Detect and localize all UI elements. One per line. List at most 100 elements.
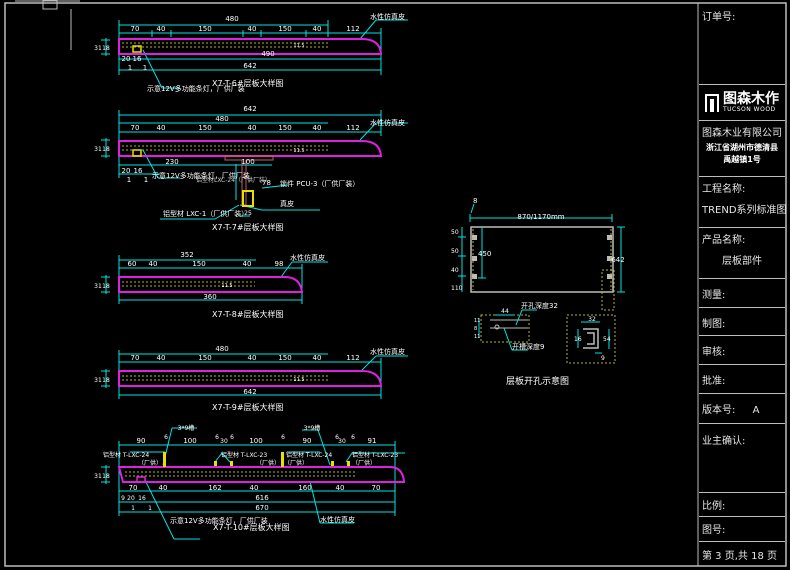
- detail-title: X7-T-9#层板大样图: [212, 402, 284, 412]
- callout-light: 示意12V多功能条灯，厂供厂装: [147, 84, 245, 93]
- survey-cell: 测量:: [699, 278, 785, 307]
- dim-height: 18: [102, 283, 110, 290]
- hole-plan: 870/1170mm 642 450 8 50 50 40 110 44 11 …: [451, 197, 625, 387]
- dim-a: 11: [474, 318, 480, 324]
- owner-label: 业主确认:: [702, 436, 746, 447]
- dim-height: 18: [102, 473, 110, 480]
- review-label: 审核:: [702, 347, 726, 358]
- dim-230: 230: [165, 158, 178, 166]
- dim-seg: 150: [198, 25, 211, 33]
- callout-edge: 水性仿真皮: [370, 12, 405, 21]
- dim-seg: 98: [275, 260, 284, 268]
- dim-small: 20: [122, 55, 131, 63]
- dim-side: 11.5: [293, 377, 304, 383]
- callout-profile-24: 铝型材LXC-24（厂供厂装）: [196, 176, 271, 184]
- detail-x7-t-10: 90 6 100 6 30 6 100 6 90 6 30 6 91 3*9槽 …: [94, 424, 406, 540]
- version-label: 版本号:: [702, 405, 736, 416]
- dim-top: 6: [230, 434, 234, 441]
- dim-100: 100: [241, 158, 254, 166]
- dim-top: 91: [368, 437, 377, 445]
- callout-supply: （厂供）: [284, 459, 308, 467]
- slot-note-right: 3*9槽: [304, 424, 321, 432]
- callout-edge: 水性仿真皮: [320, 515, 355, 524]
- dim-left: 40: [451, 267, 459, 274]
- page-info: 第 3 页,共 18 页: [702, 551, 777, 562]
- dim-seg: 150: [198, 354, 211, 362]
- dim-a: 44: [501, 308, 509, 315]
- dim-overall: 642: [243, 388, 256, 396]
- hole-plan-title: 层板开孔示意图: [506, 375, 569, 387]
- dim-top: 6: [351, 434, 355, 441]
- dim-b: 9: [601, 355, 605, 362]
- dim-stem-width: 25: [244, 210, 252, 217]
- dim-seg: 40: [313, 124, 322, 132]
- slot-note-left: 3*9槽: [178, 424, 195, 432]
- dim-corner: 8: [473, 197, 477, 205]
- dim-small: 1: [148, 505, 152, 512]
- company-address-2: 禹越镇1号: [723, 155, 761, 164]
- owner-cell: 业主确认:: [699, 423, 785, 492]
- detail-title: X7-T-10#层板大样图: [213, 522, 290, 532]
- version-value: A: [752, 405, 760, 416]
- logo-mark-icon: [705, 93, 719, 112]
- scale-cell: 比例:: [699, 492, 785, 516]
- dim-seg: 150: [192, 260, 205, 268]
- dim-bottom: 642: [243, 62, 256, 70]
- dim-small: 1: [127, 176, 131, 184]
- title-block: 订单号: 图森木作 TUCSON WOOD 图森木业有限公司 浙江省湖州市德清县…: [699, 5, 787, 563]
- dim-overall: 480: [225, 15, 238, 23]
- dim-top: 6: [281, 434, 285, 441]
- product-value: 层板部件: [722, 256, 762, 267]
- dim-a: 8: [474, 326, 477, 332]
- callout-profile: 铝型材 T-LXC-23: [221, 451, 267, 459]
- dim-height: 18: [102, 146, 110, 153]
- dim-small: 16: [133, 55, 142, 63]
- survey-label: 测量:: [702, 290, 726, 301]
- dim-top: 6: [215, 434, 219, 441]
- product-cell: 产品名称: 层板部件: [699, 227, 785, 278]
- drawing-frame: [4, 2, 787, 567]
- approve-cell: 批准:: [699, 364, 785, 393]
- callout-profile: 铝型材 T-LXC-24: [286, 451, 332, 459]
- dim-seg: 70: [131, 25, 140, 33]
- dim-seg: 150: [278, 25, 291, 33]
- dim-overall: 480: [215, 115, 228, 123]
- callout-profile-1: 铝型材 LXC-1（厂供厂装）: [163, 209, 248, 218]
- callout-hole9: 开槽深度9: [512, 342, 544, 351]
- detail-x7-t-7: 642 480 70 40 150 40 150 40 112 230 100 …: [94, 105, 408, 232]
- detail-title: X7-T-6#层板大样图: [212, 78, 284, 88]
- dim-seg: 40: [313, 354, 322, 362]
- callout-fitting: 锁件 PCU-3（厂供厂装）: [280, 179, 359, 188]
- dim-left: 50: [451, 229, 459, 236]
- callout-hole32: 开孔深度32: [521, 301, 558, 310]
- dim-top: 100: [183, 437, 196, 445]
- dim-seg: 112: [346, 354, 359, 362]
- dim-side: 11.5: [293, 148, 304, 154]
- dim-b: 16: [574, 336, 582, 343]
- dim-seg: 150: [278, 354, 291, 362]
- dim-top: 6: [335, 434, 339, 441]
- dim-seg: 40: [157, 124, 166, 132]
- logo-name: 图森木作: [723, 91, 779, 107]
- callout-profile: 铝型材 T-LXC-24: [103, 451, 149, 459]
- dim-small: 9: [121, 495, 125, 502]
- callout-edge: 水性仿真皮: [290, 253, 325, 262]
- dim-bottom-seg: 160: [298, 484, 311, 492]
- dim-stem: 78: [262, 179, 271, 187]
- dim-seg: 112: [346, 25, 359, 33]
- dim-a: 11: [474, 334, 480, 340]
- drawing-no-label: 图号:: [702, 525, 726, 536]
- dim-bottom-seg: 70: [372, 484, 381, 492]
- version-cell: 版本号: A: [699, 393, 785, 423]
- detail-x7-t-9: 480 642 70 40 150 40 150 40 112 18 31 11…: [94, 345, 408, 412]
- review-cell: 审核:: [699, 335, 785, 364]
- draw-label: 制图:: [702, 319, 726, 330]
- company-name: 图森木业有限公司: [702, 128, 782, 139]
- approve-label: 批准:: [702, 376, 726, 387]
- project-label: 工程名称:: [702, 184, 746, 195]
- dim-overall: 642: [243, 105, 256, 113]
- dim-bottom-seg: 40: [250, 484, 259, 492]
- draw-cell: 制图:: [699, 307, 785, 335]
- detail-x7-t-6: 480 642 70 40 150 40 150 40 112 490 20 1…: [94, 12, 408, 93]
- dim-inner: 490: [261, 50, 274, 58]
